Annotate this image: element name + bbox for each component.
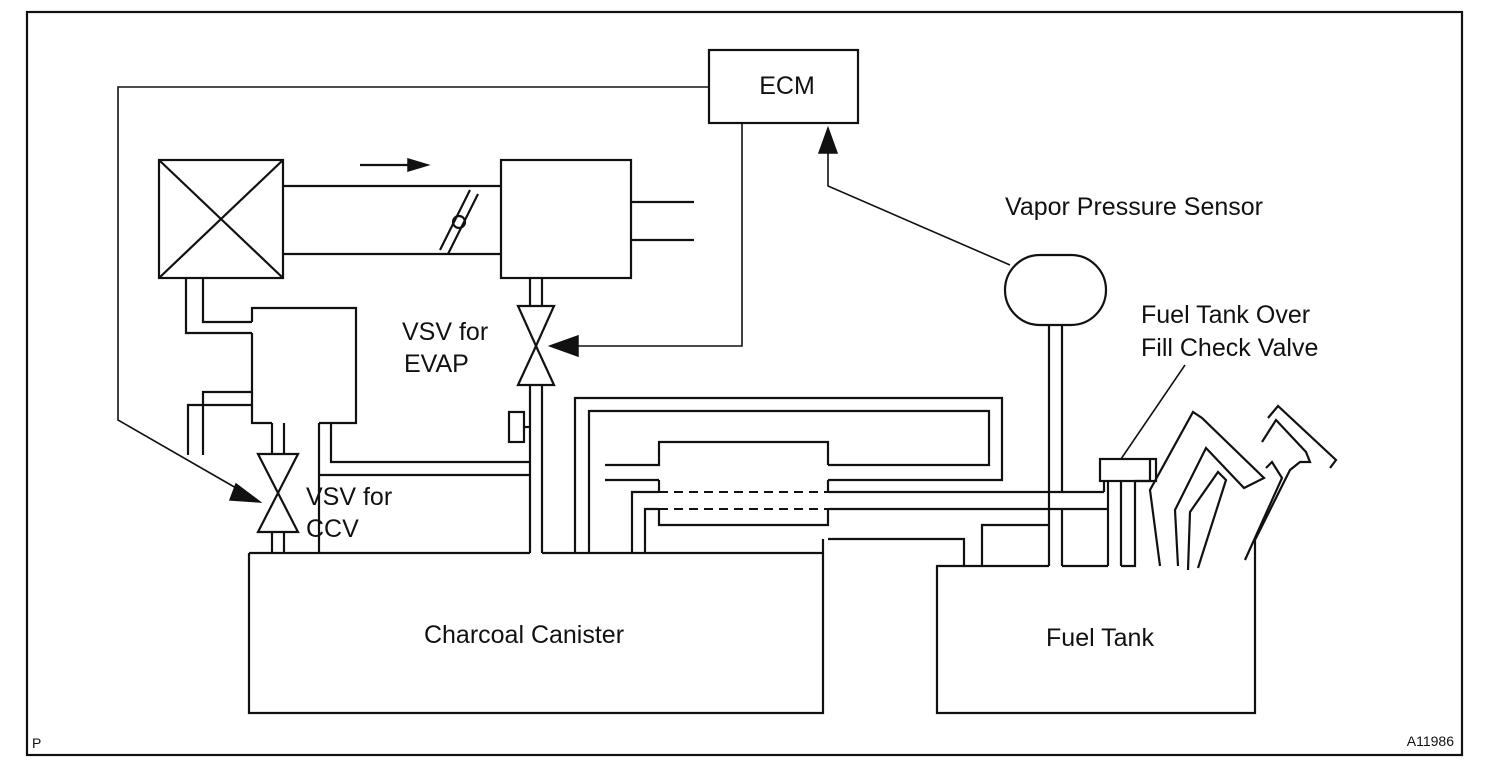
ccv-inlet-hose (184, 278, 252, 335)
frame (25, 10, 1464, 757)
vsv-evap: VSV for EVAP (402, 278, 556, 553)
throttle-valve (439, 189, 479, 255)
ecm-to-ccv-wire (117, 86, 709, 503)
over-fill-check-valve: Fuel Tank Over Fill Check Valve (1098, 301, 1318, 566)
check-valve-label-line1: Fuel Tank Over (1141, 301, 1310, 329)
vapor-pressure-sensor-label: Vapor Pressure Sensor (1005, 193, 1263, 221)
filler-neck (1135, 404, 1338, 571)
canister-valve-block (605, 440, 830, 553)
vapor-pressure-sensor: Vapor Pressure Sensor (1003, 193, 1263, 566)
fuel-tank-label: Fuel Tank (1046, 624, 1154, 652)
intake-pipe (283, 184, 501, 256)
vsv-ccv: VSV for CCV (256, 423, 392, 553)
ccv-to-evap-hose (317, 423, 530, 553)
ecm-box: ECM (707, 48, 860, 125)
vsv-ccv-label-line1: VSV for (306, 483, 392, 511)
corner-label-left: P (32, 735, 41, 751)
flow-arrow-icon (360, 157, 431, 173)
ecm-to-evap-wire (547, 123, 743, 358)
charcoal-canister: Charcoal Canister (247, 551, 825, 715)
vsv-evap-label-line1: VSV for (402, 318, 488, 346)
check-valve-label-line2: Fill Check Valve (1141, 334, 1318, 362)
ccv-housing (186, 306, 358, 455)
canister-loop-hose (573, 396, 1004, 553)
service-port (507, 410, 530, 444)
vsv-evap-label-line2: EVAP (404, 350, 469, 378)
intake-manifold (499, 158, 694, 280)
corner-label-right: A11986 (1407, 733, 1454, 749)
sensor-to-ecm-wire (817, 125, 1011, 266)
vsv-ccv-label-line2: CCV (306, 515, 359, 543)
charcoal-canister-label: Charcoal Canister (424, 621, 624, 649)
air-cleaner (157, 158, 285, 280)
tank-vent-lines (821, 490, 1108, 568)
fuel-tank: Fuel Tank (935, 481, 1257, 715)
ecm-label: ECM (759, 72, 815, 100)
